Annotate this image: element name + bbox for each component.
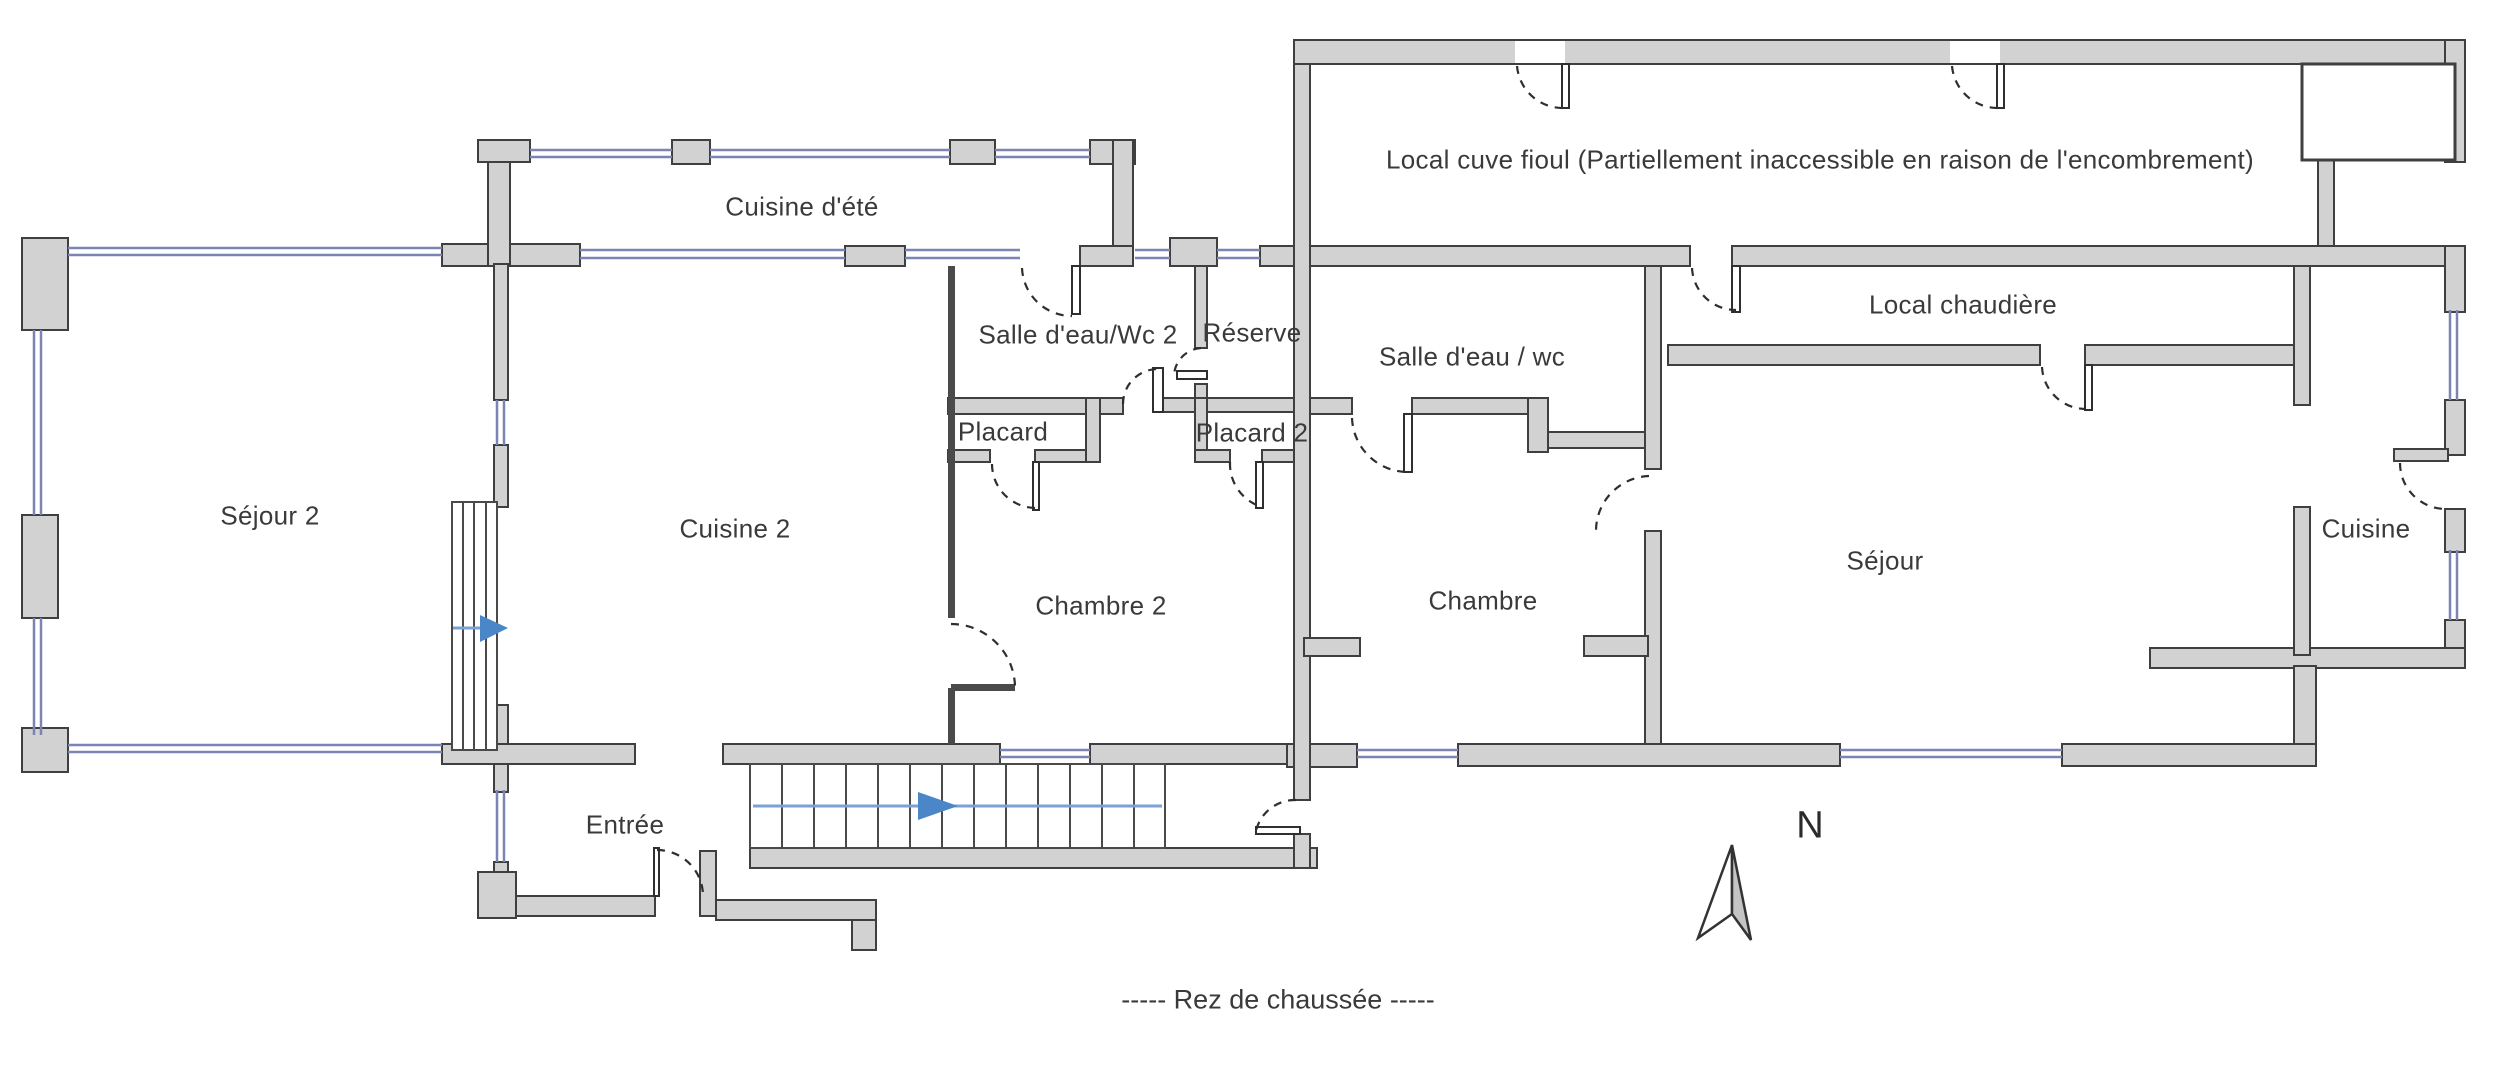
room-label-cuisine-2: Cuisine 2 [679,513,791,544]
thin-partitions [948,266,1015,744]
north-label: N [1796,804,1824,847]
room-label-salle-deau-wc-2: Salle d'eau/Wc 2 [978,319,1178,350]
small-stair-direction-arrow-icon [480,615,508,642]
room-label-sejour-2: Séjour 2 [220,500,320,531]
room-label-chambre: Chambre [1428,585,1538,616]
floor-caption: ----- Rez de chaussée ----- [1121,984,1435,1015]
door-leaves [653,63,2093,897]
chimney-hatch-icon [2300,62,2457,162]
door-arcs [656,65,2447,897]
room-label-local-chaudiere: Local chaudière [1868,289,2058,320]
room-label-placard: Placard [957,416,1049,447]
small-staircase [451,501,508,751]
room-label-sejour: Séjour [1846,545,1924,576]
room-label-cuisine-dete: Cuisine d'été [725,191,879,222]
stair-direction-arrow-icon [918,792,958,820]
room-label-placard-2: Placard 2 [1195,417,1309,448]
room-label-reserve: Réserve [1202,317,1302,348]
walls [21,39,2466,951]
room-label-cuisine: Cuisine [2321,513,2411,544]
room-label-local-cuve-fioul: Local cuve fioul (Partiellement inaccess… [1386,144,2254,175]
main-staircase [749,763,1166,849]
north-arrow-icon [1695,844,1753,942]
room-label-salle-deau-wc: Salle d'eau / wc [1378,341,1566,372]
room-label-chambre-2: Chambre 2 [1035,590,1167,621]
windows [32,148,2459,862]
room-label-entree: Entrée [585,809,665,840]
